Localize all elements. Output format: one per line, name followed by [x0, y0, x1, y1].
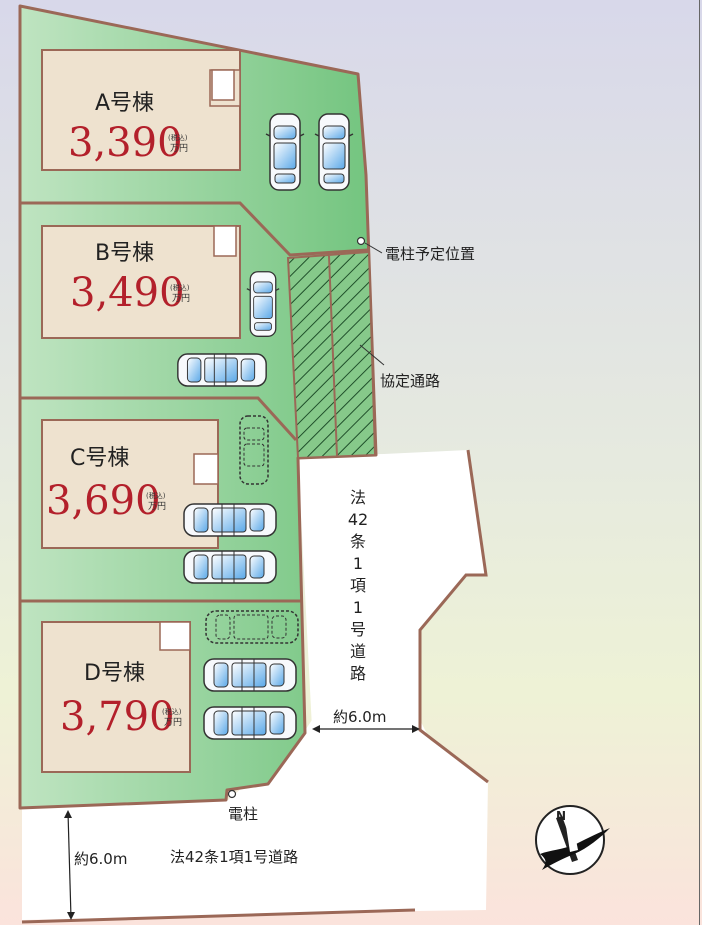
compass-icon: N	[535, 805, 610, 875]
lot-a-tax: (税込)	[168, 133, 188, 142]
car-icon	[177, 353, 267, 387]
entrance-d	[159, 621, 191, 651]
arrowhead-bottom	[67, 912, 75, 920]
front-road	[22, 720, 488, 920]
agreement-road-area	[286, 250, 377, 460]
svg-text:1: 1	[353, 598, 363, 617]
arrowhead-left	[312, 725, 320, 733]
road-edge-bottom	[21, 908, 416, 924]
lot-a-name: A号棟	[95, 91, 154, 116]
svg-text:42: 42	[348, 510, 368, 529]
entrance-b	[213, 225, 237, 257]
pole-label: 電柱	[228, 805, 258, 823]
agreement-road-divider	[328, 255, 338, 457]
pole-planned-label: 電柱予定位置	[385, 245, 475, 263]
entrance-a	[211, 69, 235, 101]
lot-b-tax: (税込)	[170, 283, 190, 292]
car-icon	[203, 658, 297, 692]
car-icon	[203, 706, 297, 740]
side-road-width-label: 約6.0m	[333, 708, 386, 726]
svg-text:1: 1	[353, 554, 363, 573]
house-a	[41, 49, 241, 171]
lot-a-price: 3,390	[68, 120, 183, 166]
front-road-width-label: 約6.0m	[74, 850, 127, 868]
lot-d-price: 3,790	[60, 694, 175, 740]
lot-d-tax: (税込)	[162, 707, 182, 716]
compass-north: N	[556, 809, 566, 823]
entrance-c	[193, 453, 219, 485]
arrowhead-top	[64, 810, 72, 818]
agreement-road-label: 協定通路	[380, 372, 440, 390]
lot-a-unit: 万円	[170, 143, 188, 154]
lot-b-name: B号棟	[95, 241, 154, 266]
front-road-width-arrow	[67, 811, 72, 919]
front-road-label: 法42条1項1号道路	[170, 848, 298, 866]
agreement-road-leader	[359, 344, 385, 366]
car-icon	[183, 550, 277, 584]
road-edge-right	[418, 449, 489, 784]
svg-text:道: 道	[350, 642, 366, 661]
svg-text:路: 路	[350, 664, 366, 683]
car-icon	[246, 271, 280, 337]
svg-text:号: 号	[350, 620, 366, 639]
arrowhead-right	[412, 725, 420, 733]
car-icon	[265, 113, 305, 191]
pole-planned-marker	[356, 236, 366, 246]
pole-marker	[227, 789, 237, 799]
svg-text:法: 法	[350, 488, 366, 507]
lot-c-price: 3,690	[46, 478, 161, 524]
car-icon	[183, 503, 277, 537]
lot-d-name: D号棟	[84, 661, 145, 686]
house-b	[41, 225, 241, 339]
lot-c-unit: 万円	[148, 501, 166, 512]
svg-text:項: 項	[350, 576, 366, 595]
side-road	[298, 450, 486, 730]
lot-c-tax: (税込)	[146, 491, 166, 500]
lot-c-name: C号棟	[70, 446, 129, 471]
car-icon	[314, 113, 354, 191]
site-lots	[18, 4, 378, 810]
lot-divider-bc	[20, 396, 298, 442]
side-road-label: 法 42 条 1 項 1 号 道 路	[348, 488, 368, 683]
lot-divider-ab	[20, 201, 369, 257]
lot-d-unit: 万円	[164, 717, 182, 728]
pole-planned-leader	[364, 242, 383, 254]
lot-b-price: 3,490	[70, 270, 185, 316]
house-d	[41, 621, 191, 773]
svg-text:条: 条	[350, 532, 366, 551]
lot-b-unit: 万円	[172, 293, 190, 304]
